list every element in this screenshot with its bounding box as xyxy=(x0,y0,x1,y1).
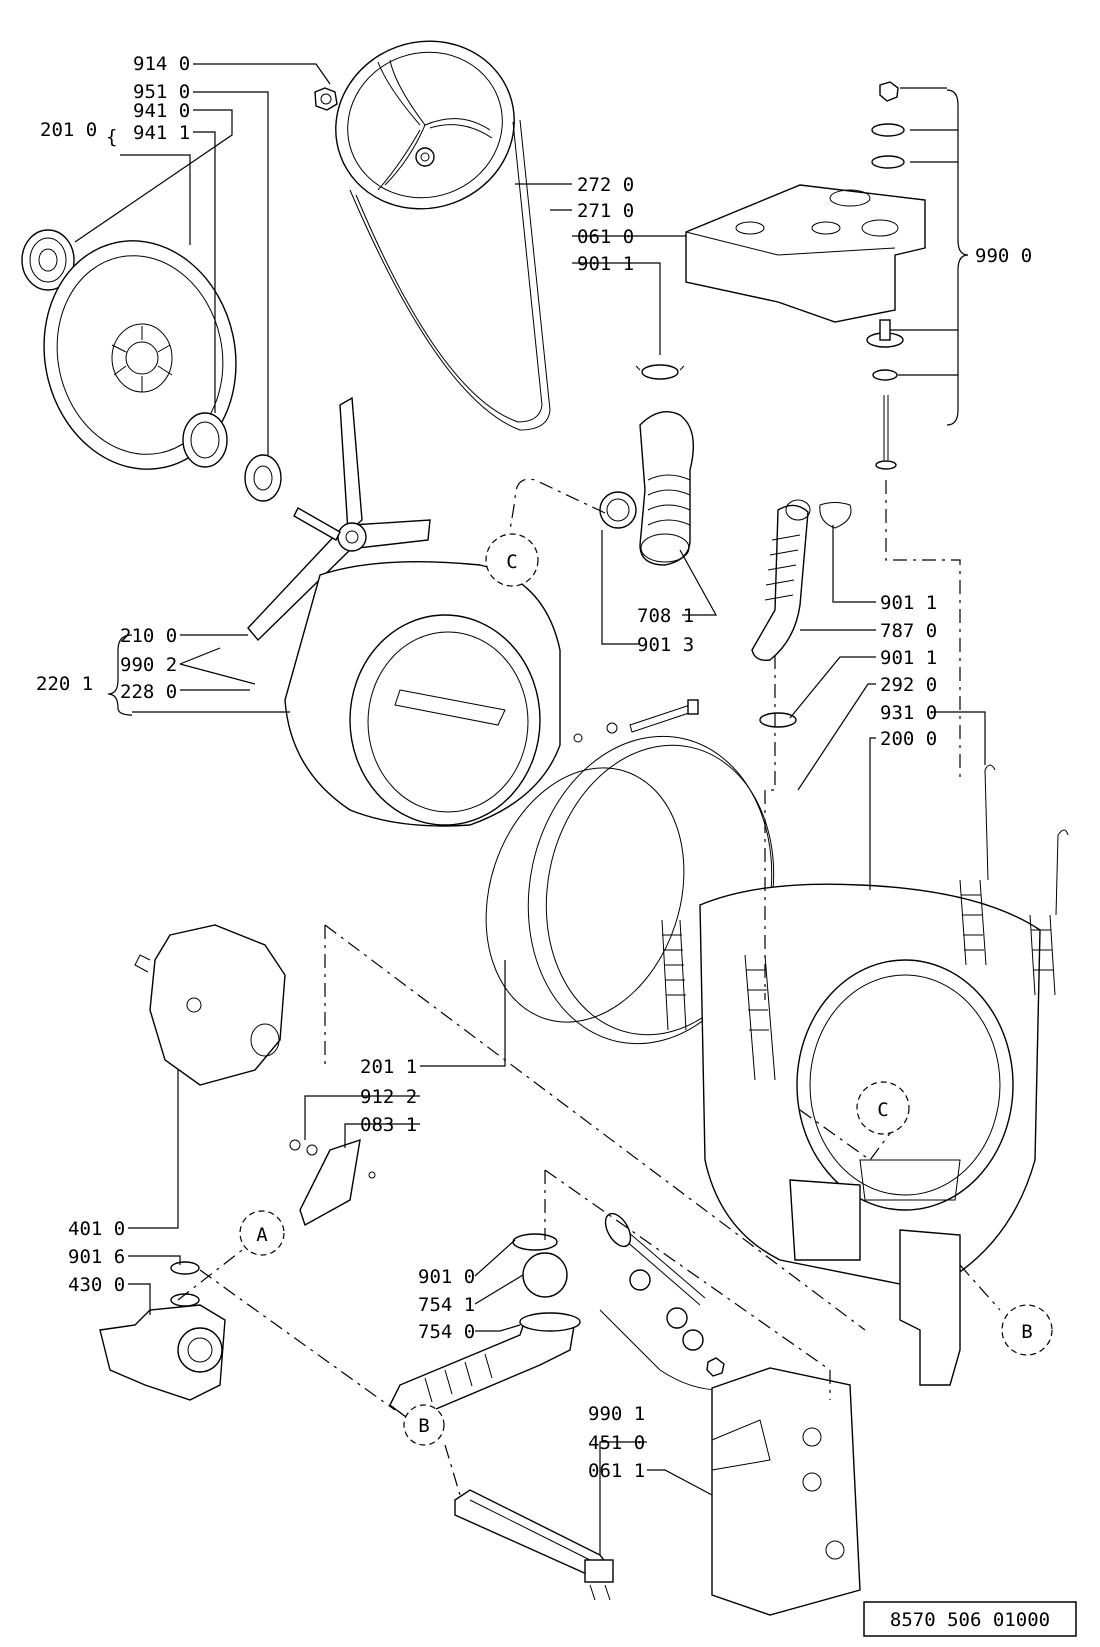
label-228-0: 228 0 xyxy=(120,681,177,703)
label-901-1-lower: 901 1 xyxy=(880,647,937,669)
label-401-0: 401 0 xyxy=(68,1218,125,1240)
pulley-wheel xyxy=(335,40,515,210)
bellows-hose xyxy=(751,499,811,661)
label-990-0: 990 0 xyxy=(975,245,1032,267)
label-754-1: 754 1 xyxy=(418,1294,475,1316)
hose-clamp xyxy=(819,502,852,529)
callout-c-left-letter: C xyxy=(506,551,517,573)
label-061-0: 061 0 xyxy=(577,226,634,248)
hose-clamp xyxy=(170,1261,200,1275)
drum-spider-arm xyxy=(247,396,431,642)
fixing-kit-parts xyxy=(866,81,905,470)
pump-motor xyxy=(134,924,286,1086)
washing-drum xyxy=(284,560,561,827)
outer-tub xyxy=(699,883,1041,1386)
heater-element xyxy=(454,1489,614,1601)
label-220-1: 220 1 xyxy=(36,673,93,695)
heater-fixing-parts xyxy=(599,1212,725,1391)
drawing-number: 8570 506 01000 xyxy=(890,1609,1050,1631)
label-708-1: 708 1 xyxy=(637,605,694,627)
label-201-0: 201 0 xyxy=(40,119,97,141)
callout-c-right: C xyxy=(856,1081,910,1135)
label-210-0: 210 0 xyxy=(120,625,177,647)
label-912-2: 912 2 xyxy=(360,1086,417,1108)
label-941-0: 941 0 xyxy=(133,100,190,122)
seal-part xyxy=(244,454,282,502)
label-951-0: 951 0 xyxy=(133,81,190,103)
hose-clamp xyxy=(635,364,685,380)
label-083-1: 083 1 xyxy=(360,1114,417,1136)
hose-clamp xyxy=(512,1233,558,1251)
drawing-number-box: 8570 506 01000 xyxy=(863,1601,1077,1637)
callout-c-right-letter: C xyxy=(877,1099,888,1121)
label-451-0: 451 0 xyxy=(588,1432,645,1454)
bolt-part xyxy=(573,699,699,743)
label-901-1-top: 901 1 xyxy=(577,253,634,275)
label-201-1: 201 1 xyxy=(360,1056,417,1078)
callout-b-left-letter: B xyxy=(418,1415,429,1437)
part-labels: 914 0 951 0 941 0 941 1 201 0 { 272 0 27… xyxy=(36,53,1032,1482)
tension-plate xyxy=(289,1138,376,1227)
bracket-201-0: { xyxy=(106,126,117,148)
hose-clamp xyxy=(599,491,637,529)
label-901-3: 901 3 xyxy=(637,634,694,656)
drive-belt xyxy=(349,119,551,431)
bearing-part xyxy=(21,229,75,291)
callout-b-right: B xyxy=(1001,1304,1053,1356)
label-292-0: 292 0 xyxy=(880,674,937,696)
hose-clamp xyxy=(759,712,797,728)
label-901-6: 901 6 xyxy=(68,1246,125,1268)
label-787-0: 787 0 xyxy=(880,620,937,642)
bellows-hose xyxy=(639,411,694,566)
nut-part xyxy=(314,87,338,111)
callout-b-right-letter: B xyxy=(1021,1321,1032,1343)
bearing-part xyxy=(182,412,228,468)
counterweight-top xyxy=(685,184,926,323)
label-931-0: 931 0 xyxy=(880,702,937,724)
label-754-0: 754 0 xyxy=(418,1321,475,1343)
valve-ball xyxy=(522,1252,568,1298)
suspension-springs xyxy=(661,764,1069,1081)
drain-hose xyxy=(389,1312,581,1421)
label-200-0: 200 0 xyxy=(880,728,937,750)
drain-pump xyxy=(99,1293,226,1401)
label-990-1: 990 1 xyxy=(588,1403,645,1425)
label-901-1-right: 901 1 xyxy=(880,592,937,614)
label-941-1: 941 1 xyxy=(133,122,190,144)
callout-c-left: C xyxy=(485,533,539,587)
label-901-0: 901 0 xyxy=(418,1266,475,1288)
label-430-0: 430 0 xyxy=(68,1274,125,1296)
label-061-1: 061 1 xyxy=(588,1460,645,1482)
label-271-0: 271 0 xyxy=(577,200,634,222)
counterweight-bottom xyxy=(711,1367,861,1616)
label-990-2: 990 2 xyxy=(120,654,177,676)
callout-a-letter: A xyxy=(256,1224,268,1246)
drum-rear-flange xyxy=(43,240,237,470)
leader-lines xyxy=(74,63,986,1555)
callout-b-left: B xyxy=(403,1404,445,1446)
callout-a: A xyxy=(239,1210,285,1256)
label-914-0: 914 0 xyxy=(133,53,190,75)
label-272-0: 272 0 xyxy=(577,174,634,196)
